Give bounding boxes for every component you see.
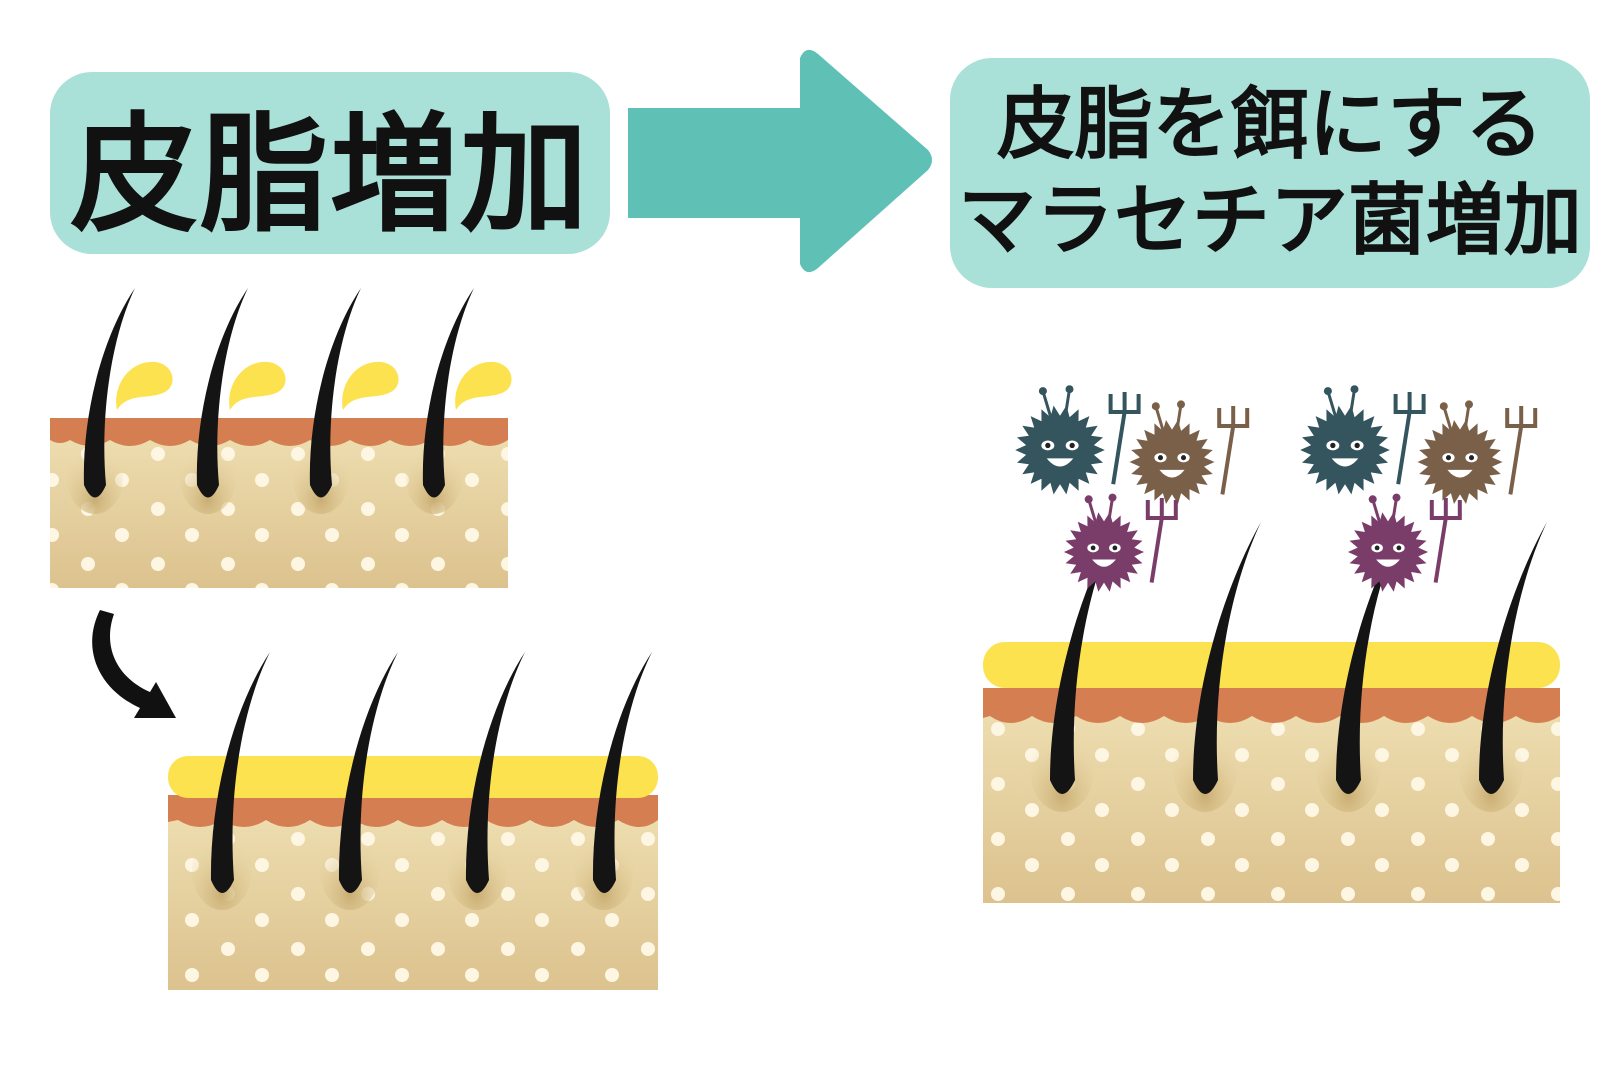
germ-blue-2 (1300, 385, 1426, 495)
label-malassezia-line1: 皮脂を餌にする (996, 80, 1544, 170)
label-malassezia-increase: 皮脂を餌にする マラセチア菌増加 (950, 58, 1590, 288)
big-arrow-icon (628, 49, 932, 273)
label-malassezia-line2: マラセチア菌増加 (957, 176, 1582, 266)
germ-blue-1 (1015, 385, 1141, 495)
curved-arrow-icon (92, 610, 176, 718)
germ-purple-2 (1347, 493, 1462, 592)
label-sebum-increase: 皮脂増加 (50, 72, 610, 254)
germ-purple-1 (1063, 493, 1178, 592)
germ-icon (1015, 385, 1538, 592)
skin-diagram-sebum-drops (50, 288, 512, 588)
germ-brown-2 (1417, 400, 1538, 504)
germ-brown-1 (1129, 400, 1250, 504)
skin-diagram-sebum-layer (168, 652, 658, 990)
skin-diagram-malassezia (983, 522, 1560, 903)
label-sebum-increase-text: 皮脂増加 (69, 100, 590, 250)
